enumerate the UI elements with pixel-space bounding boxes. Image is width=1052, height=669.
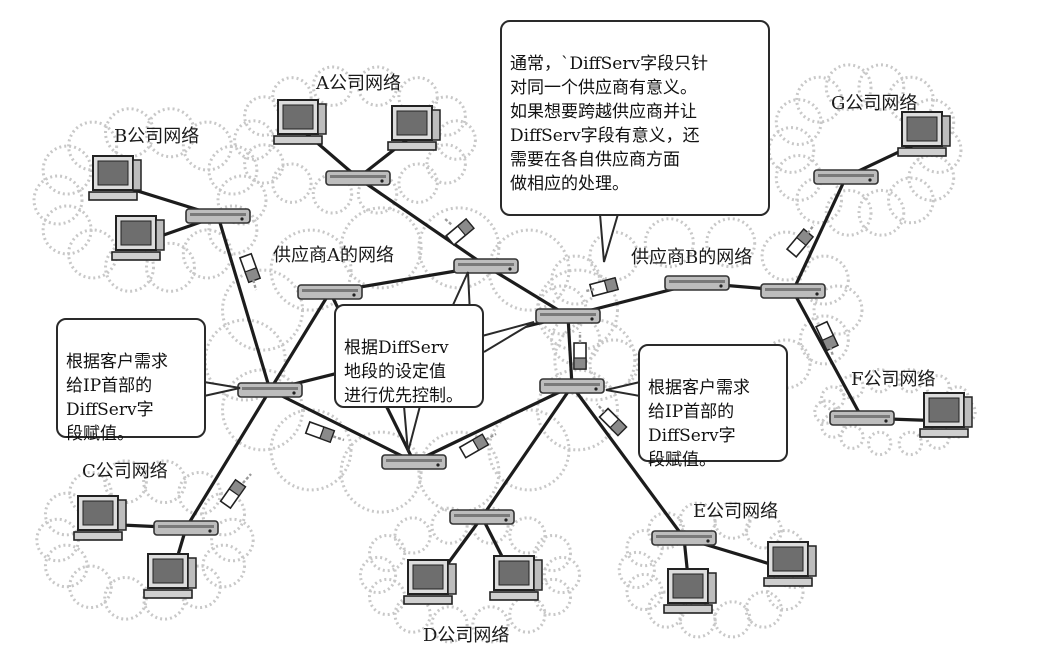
desktop-computer-icon <box>73 495 127 541</box>
label-company-b: B公司网络 <box>114 126 200 147</box>
packet-icon <box>785 224 815 258</box>
link-25 <box>566 315 574 387</box>
router-icon <box>153 520 219 536</box>
label-company-g: G公司网络 <box>831 93 918 114</box>
cloud-provider-a <box>203 206 637 514</box>
router-icon <box>453 258 519 274</box>
label-company-f: F公司网络 <box>851 369 936 390</box>
flow-arrow <box>242 473 252 484</box>
packet-icon <box>585 276 620 298</box>
label-provider-a: 供应商A的网络 <box>273 245 394 266</box>
router-icon <box>829 410 895 426</box>
note-assign-diffserv-left: 根据客户需求 给IP首部的 DiffServ字 段赋值。 <box>56 318 206 444</box>
packet-flows <box>219 217 839 510</box>
link-11 <box>480 385 574 518</box>
desktop-computer-icon <box>403 559 457 605</box>
router-icon <box>760 283 826 299</box>
flow-arrow <box>485 432 497 441</box>
note-assign-diffserv-right: 根据客户需求 给IP首部的 DiffServ字 段赋值。 <box>638 344 788 470</box>
note-cross-provider: 通常，`DiffServ字段只针 对同一个供应商有意义。 如果想要跨越供应商并让… <box>500 20 770 216</box>
router-icon <box>237 382 303 398</box>
flow-arrow <box>829 346 835 357</box>
packet-icon <box>815 320 839 357</box>
desktop-computer-icon <box>273 99 327 145</box>
packet-icon <box>219 473 252 510</box>
link-24 <box>413 384 573 464</box>
label-provider-b: 供应商B的网络 <box>631 247 753 268</box>
link-22 <box>269 388 415 464</box>
router-icon <box>381 454 447 470</box>
router-icon <box>813 169 879 185</box>
routers <box>153 169 895 546</box>
note-assign-diffserv-left-text: 根据客户需求 给IP首部的 DiffServ字 段赋值。 <box>66 352 168 444</box>
desktop-computer-icon <box>143 553 197 599</box>
top-note-tail <box>599 213 619 263</box>
right-note-tail <box>605 381 641 397</box>
packet-icon <box>443 217 475 247</box>
left-note-tail <box>203 381 241 397</box>
packet-icon <box>238 252 262 291</box>
computers <box>73 99 973 614</box>
packet-icon <box>573 332 587 370</box>
note-priority-control-text: 根据DiffServ 地段的设定值 进行优先控制。 <box>344 338 463 406</box>
center-note-tail-bottom <box>403 405 421 453</box>
desktop-computer-icon <box>111 215 165 261</box>
router-icon <box>297 284 363 300</box>
label-company-a: A公司网络 <box>316 73 401 94</box>
link-13 <box>570 385 686 539</box>
router-icon <box>185 208 251 224</box>
desktop-computer-icon <box>88 155 142 201</box>
flow-arrow <box>252 279 258 291</box>
router-icon <box>449 509 515 525</box>
link-16 <box>791 290 864 419</box>
link-2 <box>357 176 487 268</box>
desktop-computer-icon <box>763 541 817 587</box>
note-priority-control: 根据DiffServ 地段的设定值 进行优先控制。 <box>334 304 484 408</box>
flow-arrow <box>443 217 452 226</box>
cloud-company-a <box>233 65 477 215</box>
flow-arrow <box>585 288 595 293</box>
link-8 <box>184 389 272 529</box>
cloud-company-b <box>32 107 268 293</box>
label-company-d: D公司网络 <box>423 625 510 646</box>
link-18 <box>791 176 848 292</box>
note-cross-provider-text: 通常，`DiffServ字段只针 对同一个供应商有意义。 如果想要跨越供应商并让… <box>510 54 709 194</box>
router-icon <box>325 170 391 186</box>
router-icon <box>535 308 601 324</box>
desktop-computer-icon <box>897 111 951 157</box>
flow-arrow <box>806 224 815 234</box>
flow-arrow <box>596 403 606 413</box>
desktop-computer-icon <box>663 568 717 614</box>
desktop-computer-icon <box>387 105 441 151</box>
desktop-computer-icon <box>919 392 973 438</box>
center-note-tail-right <box>481 321 535 353</box>
link-5 <box>216 215 272 391</box>
packet-icon <box>458 432 497 459</box>
router-icon <box>651 530 717 546</box>
link-20 <box>268 291 332 391</box>
router-icon <box>664 275 730 291</box>
packet-icon <box>304 420 345 444</box>
flow-arrow <box>332 435 345 442</box>
label-company-e: E公司网络 <box>693 501 779 522</box>
label-company-c: C公司网络 <box>82 461 168 482</box>
packet-icon <box>596 403 628 437</box>
router-icon <box>539 378 605 394</box>
note-assign-diffserv-right-text: 根据客户需求 给IP首部的 DiffServ字 段赋值。 <box>648 378 750 470</box>
link-21 <box>485 264 569 318</box>
desktop-computer-icon <box>489 555 543 601</box>
